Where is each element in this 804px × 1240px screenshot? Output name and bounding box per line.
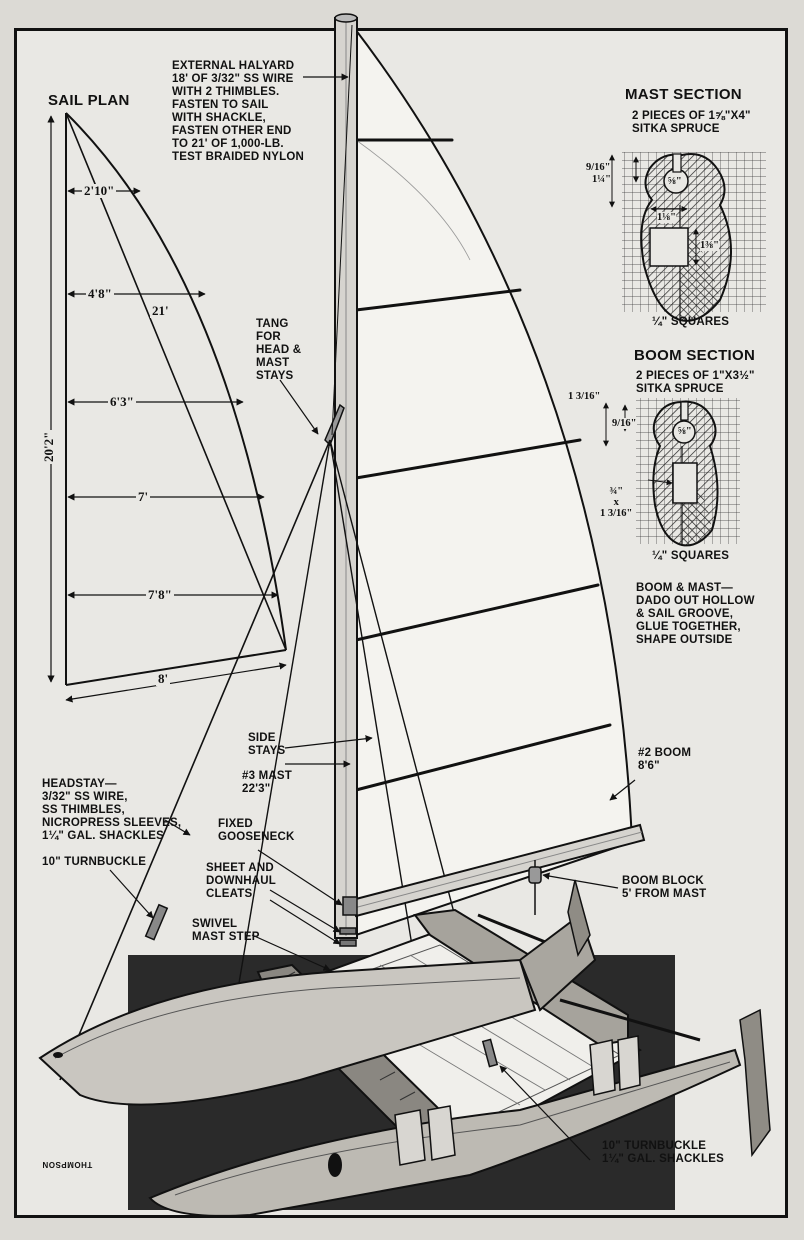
callout-mast: #3 MAST 22'3" — [242, 770, 292, 795]
hull-brackets — [394, 1035, 641, 1166]
sail-dim-d2: 4'8" — [86, 286, 114, 301]
callout-mast-step: SWIVEL MAST STEP — [192, 918, 260, 943]
mast-dim-c: ⅝" — [668, 176, 682, 187]
sail-dim-d5: 7'8" — [146, 587, 174, 602]
boom-dim-a: 1 3/16" — [568, 391, 601, 402]
turnbuckle-top — [144, 903, 169, 941]
sail-dim-d4: 7' — [136, 489, 151, 504]
gooseneck — [342, 896, 358, 916]
mast-section-note: 2 PIECES OF 1⅝"x4" SITKA SPRUCE — [632, 110, 751, 135]
callout-boom: #2 BOOM 8'6" — [638, 747, 692, 772]
sail-plan-drawing — [47, 112, 287, 703]
callout-gooseneck: FIXED GOOSENECK — [218, 818, 295, 843]
boom-dim-d: ¾" x 1 3/16" — [600, 486, 633, 519]
mast-dim-a: 9/16" — [586, 162, 611, 173]
sail-plan-title: SAIL PLAN — [48, 92, 130, 109]
callout-leaders — [109, 73, 636, 1161]
artist-signature: THOMPSON — [42, 1160, 93, 1169]
boom-block — [528, 860, 542, 915]
mast — [334, 13, 358, 939]
rudder-upper — [567, 879, 591, 957]
mast-section-squares: ¼" SQUARES — [652, 316, 730, 328]
sail-dim-luff: 20'2" — [41, 429, 56, 464]
boom-section-note: 2 PIECES OF 1"x3½" SITKA SPRUCE — [636, 370, 755, 395]
boom-dim-b: 9/16" — [612, 418, 637, 429]
turnbuckle-bottom — [481, 1038, 499, 1068]
callout-cleats: SHEET AND DOWNHAUL CLEATS — [206, 862, 276, 900]
rudder-lower — [739, 1008, 771, 1158]
callout-turnbuckle-top: 10" TURNBUCKLE — [42, 856, 147, 868]
sail-dim-foot: 8' — [156, 671, 171, 686]
mast-dim-d: 1⅛" — [657, 212, 676, 223]
mast-section-drawing — [609, 152, 766, 322]
boom-dim-c: ⅝" — [678, 426, 692, 437]
callout-halyard: EXTERNAL HALYARD 18' OF 3/32" SS WIRE WI… — [172, 60, 305, 163]
boom-section-title: BOOM SECTION — [634, 347, 756, 364]
mast-dim-b: 1¼" — [592, 174, 611, 185]
callout-headstay: HEADSTAY— 3/32" SS WIRE, SS THIMBLES, NI… — [42, 778, 182, 842]
mast-section-title: MAST SECTION — [625, 86, 742, 103]
mainsail — [350, 22, 634, 937]
mast-dim-e: 1⅜" — [700, 240, 719, 251]
sail-dim-d3: 6'3" — [108, 394, 136, 409]
boom-section-squares: ¼" SQUARES — [652, 550, 730, 562]
boom-section-drawing — [603, 398, 740, 547]
sail-dim-leech: 21' — [150, 303, 171, 318]
callout-side-stays: SIDE STAYS — [248, 732, 286, 757]
sail-dim-d1: 2'10" — [82, 183, 117, 198]
callout-turnbuckle-bottom: 10" TURNBUCKLE 1¼" GAL. SHACKLES — [602, 1140, 724, 1165]
callout-tang: TANG FOR HEAD & MAST STAYS — [256, 318, 302, 382]
boom-section-note2: BOOM & MAST— DADO OUT HOLLOW & SAIL GROO… — [636, 582, 755, 646]
callout-boom-block: BOOM BLOCK 5' FROM MAST — [622, 875, 707, 900]
